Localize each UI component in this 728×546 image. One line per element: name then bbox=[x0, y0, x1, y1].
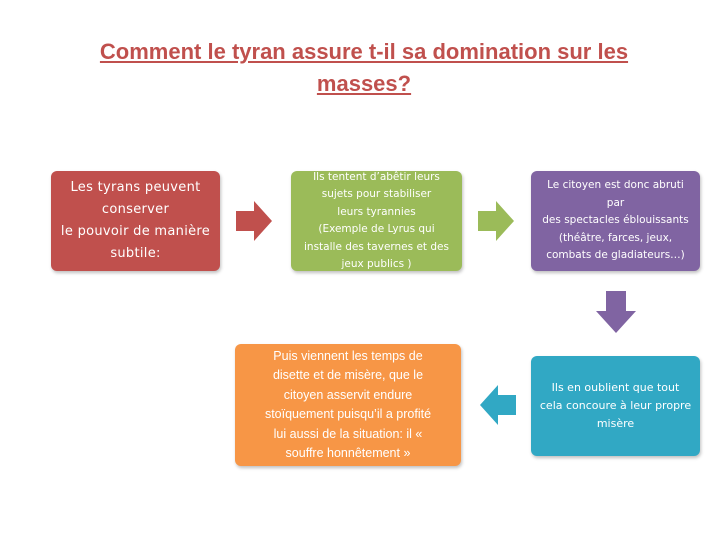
step-text-2: Ils tentent d’abêtir leurs sujets pour s… bbox=[304, 170, 449, 271]
right-arrow-icon-2 bbox=[478, 201, 514, 241]
right-arrow-icon-1 bbox=[236, 201, 272, 241]
step-box-1: Les tyrans peuvent conserver le pouvoir … bbox=[51, 171, 220, 271]
step-text-1: Les tyrans peuvent conserver le pouvoir … bbox=[60, 180, 211, 261]
step-box-4: Ils en oublient que tout cela concoure à… bbox=[531, 356, 700, 456]
step-box-2: Ils tentent d’abêtir leurs sujets pour s… bbox=[291, 171, 462, 271]
step-text-3: Le citoyen est donc abruti par des spect… bbox=[542, 179, 689, 262]
step-box-3: Le citoyen est donc abruti par des spect… bbox=[531, 171, 700, 271]
step-text-4: Ils en oublient que tout cela concoure à… bbox=[539, 381, 692, 430]
step-text-5: Puis viennent les temps de disette et de… bbox=[264, 348, 432, 461]
left-arrow-icon bbox=[480, 385, 516, 425]
down-arrow-icon bbox=[596, 291, 636, 333]
step-box-5: Puis viennent les temps de disette et de… bbox=[235, 344, 461, 466]
slide-title: Comment le tyran assure t-il sa dominati… bbox=[99, 39, 629, 96]
